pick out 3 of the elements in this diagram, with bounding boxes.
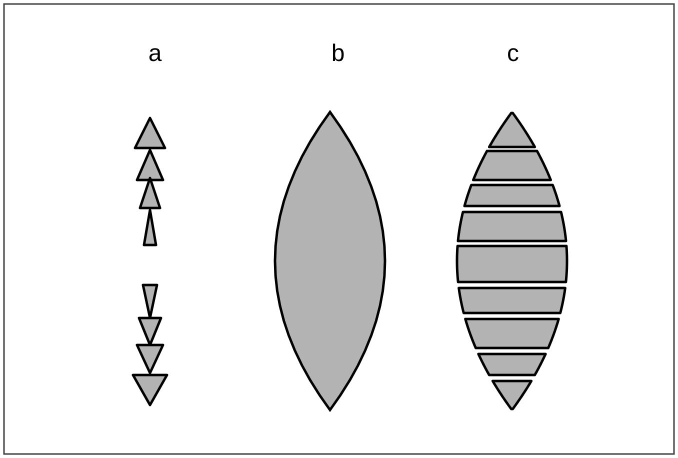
- panel-label: a: [148, 42, 162, 66]
- panel-label: c: [507, 42, 519, 66]
- panel-label: b: [331, 42, 345, 66]
